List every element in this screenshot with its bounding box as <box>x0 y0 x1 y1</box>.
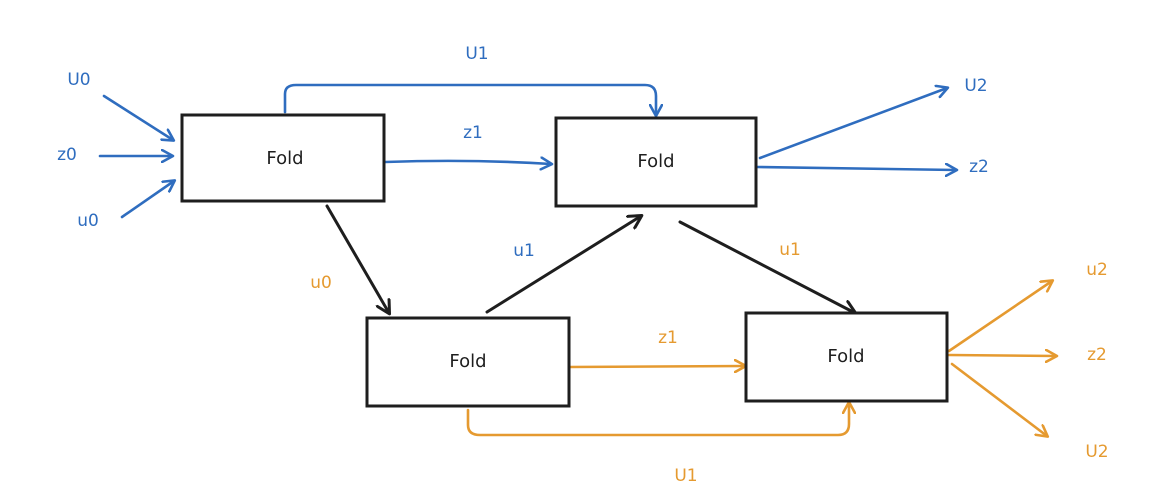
arrow-u0-in <box>120 181 174 219</box>
arrow-U2-out-orange <box>950 362 1047 436</box>
arrow-z2-out-orange <box>947 355 1056 356</box>
label-z0-in: z0 <box>57 145 77 165</box>
arrow-U1-bottom <box>466 403 849 437</box>
label-u0-mid: u0 <box>310 273 332 293</box>
fold-label: Fold <box>266 148 303 169</box>
arrow-U2-out <box>758 88 947 160</box>
label-U2-out-orange: U2 <box>1085 442 1108 462</box>
label-U0-in: U0 <box>67 70 90 90</box>
fold-node-top-right: Fold <box>554 116 758 208</box>
arrow-U1-top <box>283 83 656 115</box>
arrow-u1-down <box>678 220 855 313</box>
label-U1-bottom: U1 <box>674 466 697 486</box>
fold-node-top-left: Fold <box>180 113 386 203</box>
arrow-U0-in <box>102 94 173 140</box>
label-z1-bottom: z1 <box>658 328 678 348</box>
arrow-u1-up <box>485 216 641 314</box>
label-z1-top: z1 <box>463 123 483 143</box>
label-U1-top: U1 <box>465 44 488 64</box>
arrow-u0-down <box>325 204 389 313</box>
fold-label: Fold <box>827 346 864 367</box>
label-U2-out: U2 <box>964 76 987 96</box>
label-u1-right: u1 <box>779 240 801 260</box>
fold-node-bottom-right: Fold <box>744 311 949 403</box>
arrow-z1-top <box>383 161 551 164</box>
label-z2-out: z2 <box>969 157 989 177</box>
arrow-u2-out <box>947 281 1052 353</box>
label-u2-out: u2 <box>1086 260 1108 280</box>
label-u0-in: u0 <box>77 211 99 231</box>
label-z2-out-orange: z2 <box>1087 345 1107 365</box>
arrow-z2-out <box>755 167 956 170</box>
fold-label: Fold <box>637 151 674 172</box>
fold-node-bottom-left: Fold <box>365 316 571 408</box>
label-u1-left: u1 <box>513 241 535 261</box>
arrow-z1-bottom <box>567 366 745 367</box>
fold-label: Fold <box>449 351 486 372</box>
